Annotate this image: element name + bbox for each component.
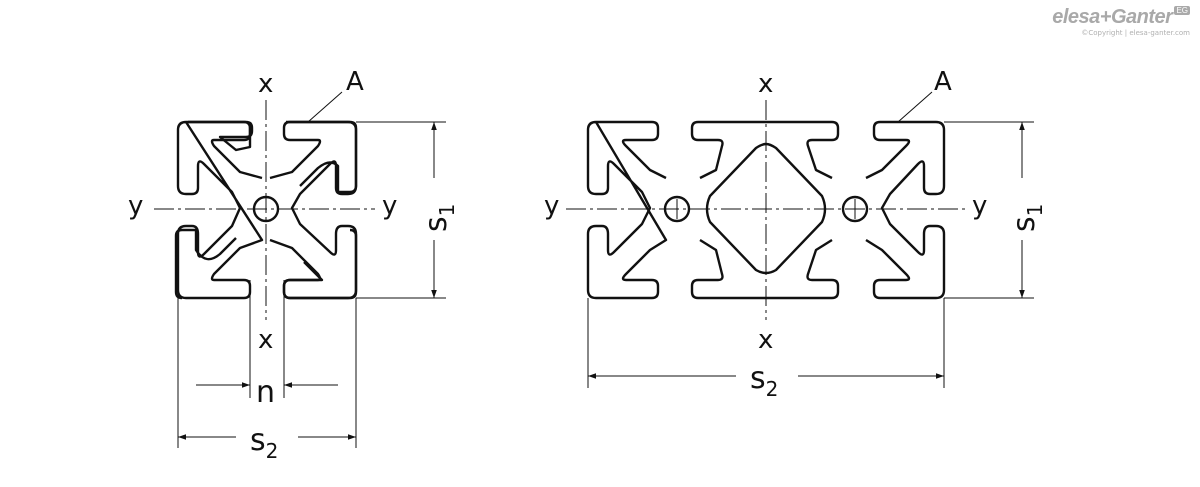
right-profile-body [586,120,946,300]
left-label-y-left: y [128,191,143,221]
left-labels: x x y y A s1 s2 n [128,67,459,463]
brand-name: elesa+Ganter [1052,6,1173,28]
left-dimensions [177,91,446,448]
left-dim-s2-label: s2 [250,423,278,463]
right-label-y-right: y [972,191,987,221]
left-label-x-top: x [258,69,273,99]
brand-copyright: ©Copyright | elesa-ganter.com [1081,29,1190,37]
left-callout-leader [307,91,343,123]
left-callout-label: A [346,67,364,97]
right-bore-crosshairs [676,199,856,219]
left-dim-s1-label: s1 [419,204,459,232]
left-label-y-right: y [382,191,397,221]
right-label-y-left: y [544,191,559,221]
left-label-x-bottom: x [258,325,273,355]
brand-badge: EG [1174,6,1190,15]
right-axes [566,100,966,320]
right-callout-label: A [934,67,952,97]
right-label-x-top: x [758,69,773,99]
right-callout-leader [897,91,933,123]
left-profile-body [176,120,358,300]
right-bore-right [841,195,869,223]
left-axes [154,100,375,320]
right-labels: x x y y A s1 s2 [544,67,1047,401]
right-dim-s2-label: s2 [750,361,778,401]
right-dim-s1-label: s1 [1007,204,1047,232]
right-label-x-bottom: x [758,325,773,355]
left-dim-n-label: n [256,375,275,410]
right-dimensions [587,91,1034,388]
